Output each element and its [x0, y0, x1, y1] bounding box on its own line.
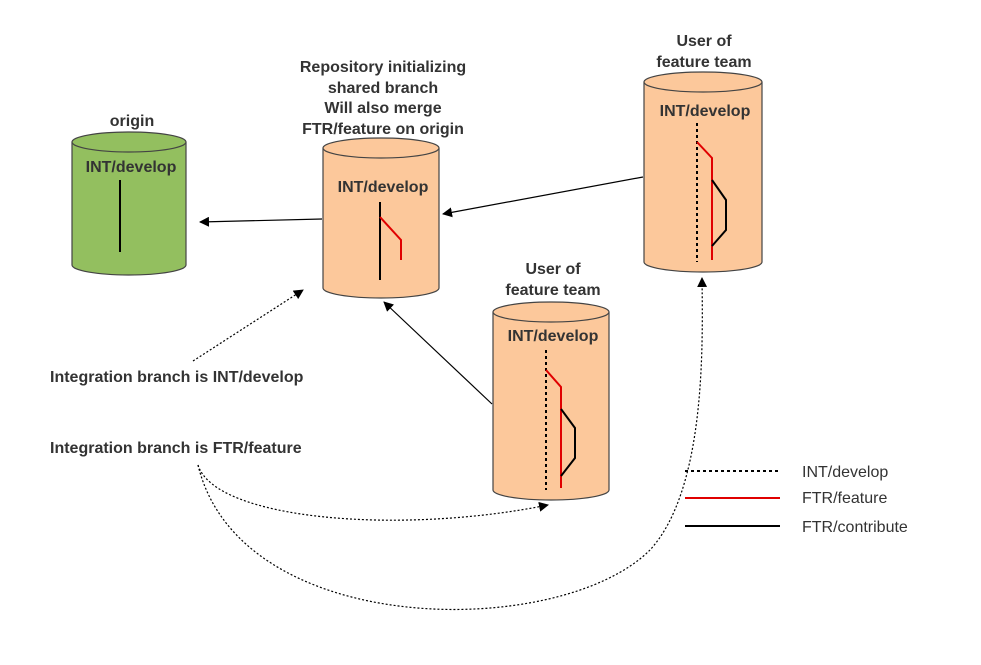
dotted-arrow-ftr-to-user-top [197, 277, 708, 611]
origin-branch-label: INT/develop [86, 159, 177, 176]
init-title-line-1: Repository initializing [300, 59, 466, 76]
user-top-ftr-feature-line [696, 141, 713, 260]
user-bottom-repository: User of feature team INT/develop [492, 261, 610, 501]
user-top-branch-label: INT/develop [660, 103, 751, 120]
init-title-line-2: shared branch [328, 80, 438, 97]
user-top-title-line-2: feature team [656, 54, 751, 71]
arrow-user-top-to-init [442, 176, 644, 218]
init-ftr-feature-line [379, 216, 402, 260]
init-title-line-3: Will also merge [324, 100, 441, 117]
init-title-line-4: FTR/feature on origin [302, 121, 464, 138]
user-bottom-ftr-feature-line [545, 369, 562, 488]
note-integration-int: Integration branch is INT/develop [50, 369, 304, 386]
arrow-init-to-origin [199, 216, 323, 227]
init-cylinder-top [322, 137, 440, 159]
arrow-user-bottom-to-init [383, 301, 493, 405]
legend-ftr-contribute-label: FTR/contribute [802, 519, 908, 536]
user-bottom-ftr-contribute-line [560, 408, 576, 477]
user-bottom-cylinder-body [492, 312, 610, 501]
user-bottom-branch-label: INT/develop [508, 328, 599, 345]
legend-int-develop-label: INT/develop [802, 464, 888, 481]
user-top-ftr-contribute-line [711, 179, 727, 247]
origin-cylinder-body [71, 142, 187, 276]
dotted-arrow-ftr-to-user-bottom [197, 464, 549, 521]
user-top-cylinder-body [643, 82, 763, 273]
origin-repository: origin INT/develop [71, 113, 187, 276]
user-bottom-title-line-2: feature team [505, 282, 600, 299]
origin-title: origin [110, 113, 154, 130]
user-bottom-cylinder-top [492, 301, 610, 323]
legend: INT/develop FTR/feature FTR/contribute [685, 464, 908, 536]
note-integration-ftr: Integration branch is FTR/feature [50, 440, 302, 457]
dotted-arrow-int-to-init [192, 289, 304, 362]
user-top-cylinder-top [643, 71, 763, 93]
init-branch-label: INT/develop [338, 179, 429, 196]
user-top-title-line-1: User of [676, 33, 732, 50]
init-repository: Repository initializing shared branch Wi… [300, 59, 466, 299]
user-top-repository: User of feature team INT/develop [643, 33, 763, 273]
origin-cylinder-top [71, 131, 187, 153]
legend-ftr-feature-label: FTR/feature [802, 490, 887, 507]
user-bottom-title-line-1: User of [525, 261, 581, 278]
